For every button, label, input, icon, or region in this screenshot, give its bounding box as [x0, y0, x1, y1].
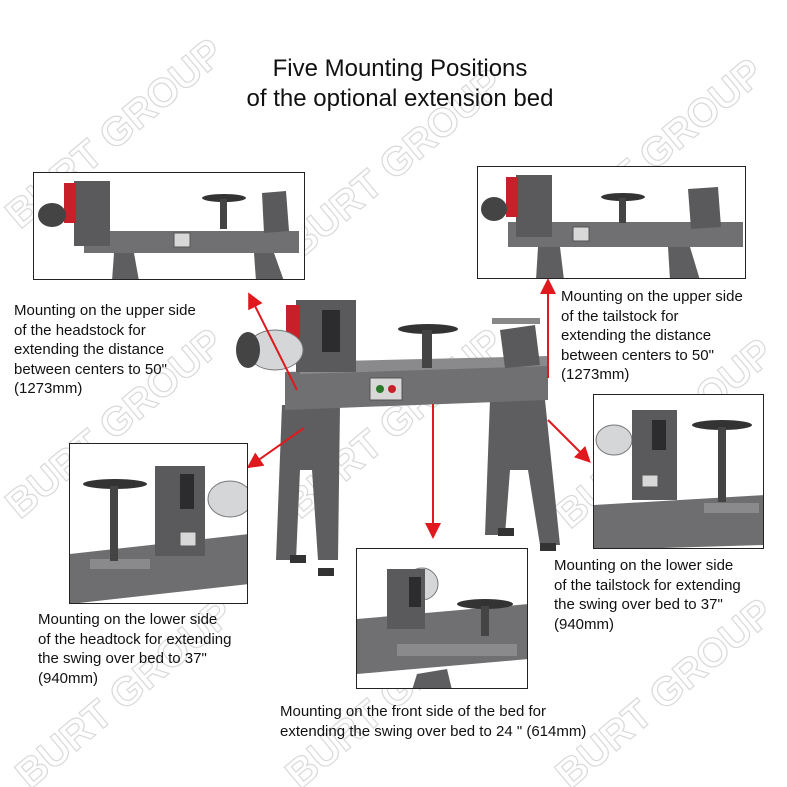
- caption-line: Mounting on the upper side: [561, 288, 743, 305]
- caption-headstock-lower: Mounting on the lower side of the headto…: [38, 610, 231, 688]
- lathe-bed: [285, 365, 548, 410]
- title-line-1: Five Mounting Positions: [272, 55, 528, 82]
- caption-line: Mounting on the front side of the bed fo…: [280, 703, 547, 720]
- caption-line: (1273mm): [14, 380, 83, 397]
- title-line-2: of the optional extension bed: [246, 85, 554, 112]
- caption-tailstock-lower: Mounting on the lower side of the tailst…: [554, 556, 741, 634]
- caption-line: Mounting on the lower side: [554, 557, 734, 574]
- caption-headstock-upper: Mounting on the upper side of the headst…: [14, 301, 196, 399]
- inset-headstock-upper: [33, 172, 305, 280]
- arrow-headstock-upper: [248, 292, 298, 391]
- arrow-headstock-lower: [246, 427, 305, 469]
- caption-line: extending the distance: [561, 327, 712, 344]
- tool-rest: [398, 324, 458, 334]
- switch-box: [369, 377, 403, 401]
- page-title: Five Mounting Positions of the optional …: [0, 54, 787, 114]
- left-leg: [276, 405, 340, 560]
- caption-line: (940mm): [554, 615, 615, 633]
- inset-front-bed: [356, 548, 528, 689]
- caption-line: extending the swing over bed to 24 " (61…: [280, 722, 587, 740]
- caption-line: of the headtock for extending: [38, 630, 232, 648]
- caption-line: of the tailstock for: [561, 307, 679, 325]
- caption-line: between centers to 50": [14, 360, 167, 378]
- caption-front-bed: Mounting on the front side of the bed fo…: [280, 702, 586, 741]
- inset-headstock-lower: [69, 443, 248, 604]
- caption-line: Mounting on the lower side: [38, 611, 218, 628]
- tailstock: [500, 325, 540, 368]
- inset-tailstock-upper: [477, 166, 746, 279]
- caption-line: between centers to 50": [561, 346, 714, 364]
- caption-line: Mounting on the upper side: [14, 302, 196, 319]
- caption-line: (940mm): [38, 669, 99, 687]
- caption-line: the swing over bed to 37": [554, 596, 723, 613]
- inset-tailstock-lower: [593, 394, 764, 549]
- caption-tailstock-upper: Mounting on the upper side of the tailst…: [561, 287, 743, 385]
- arrow-tailstock-lower: [547, 419, 591, 463]
- right-leg: [485, 400, 560, 545]
- caption-line: extending the distance: [14, 341, 165, 358]
- caption-line: (1273mm): [561, 366, 630, 383]
- caption-line: of the headstock for: [14, 321, 146, 339]
- caption-line: of the tailstock for extending: [554, 576, 741, 594]
- caption-line: the swing over bed to 37": [38, 650, 207, 667]
